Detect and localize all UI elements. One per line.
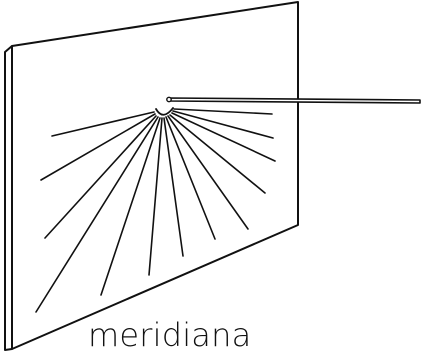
hour-line: [172, 110, 274, 139]
hour-line: [100, 117, 161, 296]
gnomon-tip: [166, 96, 172, 103]
hour-lines: [35, 108, 276, 313]
gnomon-base-arc: [155, 107, 174, 116]
hour-line: [163, 117, 184, 257]
gnomon-rod: [166, 96, 421, 104]
hour-line: [35, 116, 159, 313]
hour-line: [167, 115, 249, 230]
hour-line: [148, 117, 163, 276]
board-face: [11, 1, 299, 350]
hour-line: [173, 108, 273, 115]
hour-line: [165, 116, 216, 240]
hour-line: [169, 114, 266, 194]
hour-line: [44, 115, 157, 239]
hour-line: [51, 111, 155, 137]
diagram-caption: meridiana: [88, 316, 252, 354]
sundial-board: [4, 1, 299, 351]
hour-line: [171, 112, 276, 162]
hour-line: [40, 113, 156, 181]
board-side: [4, 45, 13, 351]
